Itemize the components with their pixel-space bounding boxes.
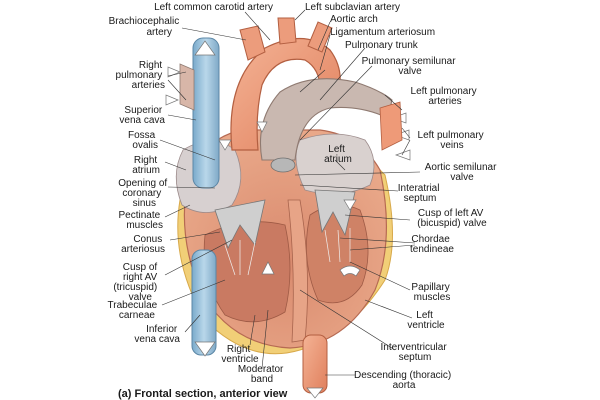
pulmonary-valve-shape: [270, 157, 296, 173]
inferior-vena-cava-vessel: [191, 249, 217, 356]
label-pectinate-muscles: Pectinate muscles: [119, 210, 163, 231]
label-pulmonary-trunk: Pulmonary trunk: [345, 40, 419, 51]
label-superior-vena-cava: Superior vena cava: [119, 105, 165, 126]
label-left-ventricle: Left ventricle: [407, 310, 445, 331]
label-left-pulmonary-arteries: Left pulmonary arteries: [411, 86, 480, 107]
tricuspid-valve-shape: [214, 199, 266, 250]
superior-vena-cava-vessel: [192, 37, 220, 189]
labels: Left common carotid artery Left subclavi…: [108, 2, 499, 400]
label-aortic-arch: Aortic arch: [330, 14, 378, 25]
chordae-lines: [224, 228, 351, 276]
label-fossa-ovalis: Fossa ovalis: [128, 130, 158, 151]
label-conus-arteriosus: Conus arteriosus: [121, 234, 165, 255]
ligamentum-band: [299, 69, 326, 93]
label-trabeculae-carneae: Trabeculae carneae: [108, 300, 160, 321]
label-right-pulmonary-arteries: Right pulmonary arteries: [116, 60, 165, 91]
label-papillary-muscles: Papillary muscles: [411, 282, 452, 303]
label-moderator-band: Moderator band: [238, 364, 286, 385]
label-ligamentum-arteriosum: Ligamentum arteriosum: [330, 27, 435, 38]
brachiocephalic-branch: [239, 25, 266, 61]
figure-caption: (a) Frontal section, anterior view: [118, 388, 288, 400]
label-brachiocephalic-artery: Brachiocephalic artery: [109, 16, 182, 38]
flow-arrows: [194, 40, 361, 399]
label-interventricular-septum: Interventricular septum: [381, 342, 450, 363]
descending-aorta-vessel: [302, 334, 328, 394]
left-atrium-chamber: [295, 133, 375, 195]
label-left-pulmonary-veins: Left pulmonary veins: [418, 130, 487, 151]
label-inferior-vena-cava: Inferior vena cava: [134, 324, 180, 345]
label-left-atrium: Left atrium: [324, 144, 352, 165]
right-pulmonary-artery-stub: [179, 63, 195, 111]
leader-lines: [159, 9, 421, 376]
heart-illustration: [165, 17, 411, 399]
label-left-common-carotid-artery: Left common carotid artery: [154, 2, 273, 13]
subclavian-branch: [307, 21, 333, 53]
label-pulmonary-semilunar-valve: Pulmonary semilunar valve: [362, 56, 459, 77]
label-chordae-tendineae: Chordae tendineae: [410, 234, 454, 255]
label-cusp-of-right-av-valve: Cusp of right AV (tricuspid) valve: [113, 262, 160, 303]
pulmonary-trunk-vessel: [259, 78, 393, 161]
label-aortic-semilunar-valve: Aortic semilunar valve: [425, 162, 499, 183]
label-left-subclavian-artery: Left subclavian artery: [305, 2, 400, 13]
label-descending-thoracic-aorta: Descending (thoracic) aorta: [354, 370, 454, 391]
label-cusp-of-left-av-valve: Cusp of left AV (bicuspid) valve: [417, 208, 487, 229]
label-opening-of-coronary-sinus: Opening of coronary sinus: [118, 178, 170, 209]
label-right-atrium: Right atrium: [132, 155, 160, 176]
label-interatrial-septum: Interatrial septum: [398, 183, 442, 204]
carotid-branch: [277, 17, 297, 45]
label-right-ventricle: Right ventricle: [221, 344, 259, 365]
left-pulmonary-artery-stub: [379, 101, 403, 151]
